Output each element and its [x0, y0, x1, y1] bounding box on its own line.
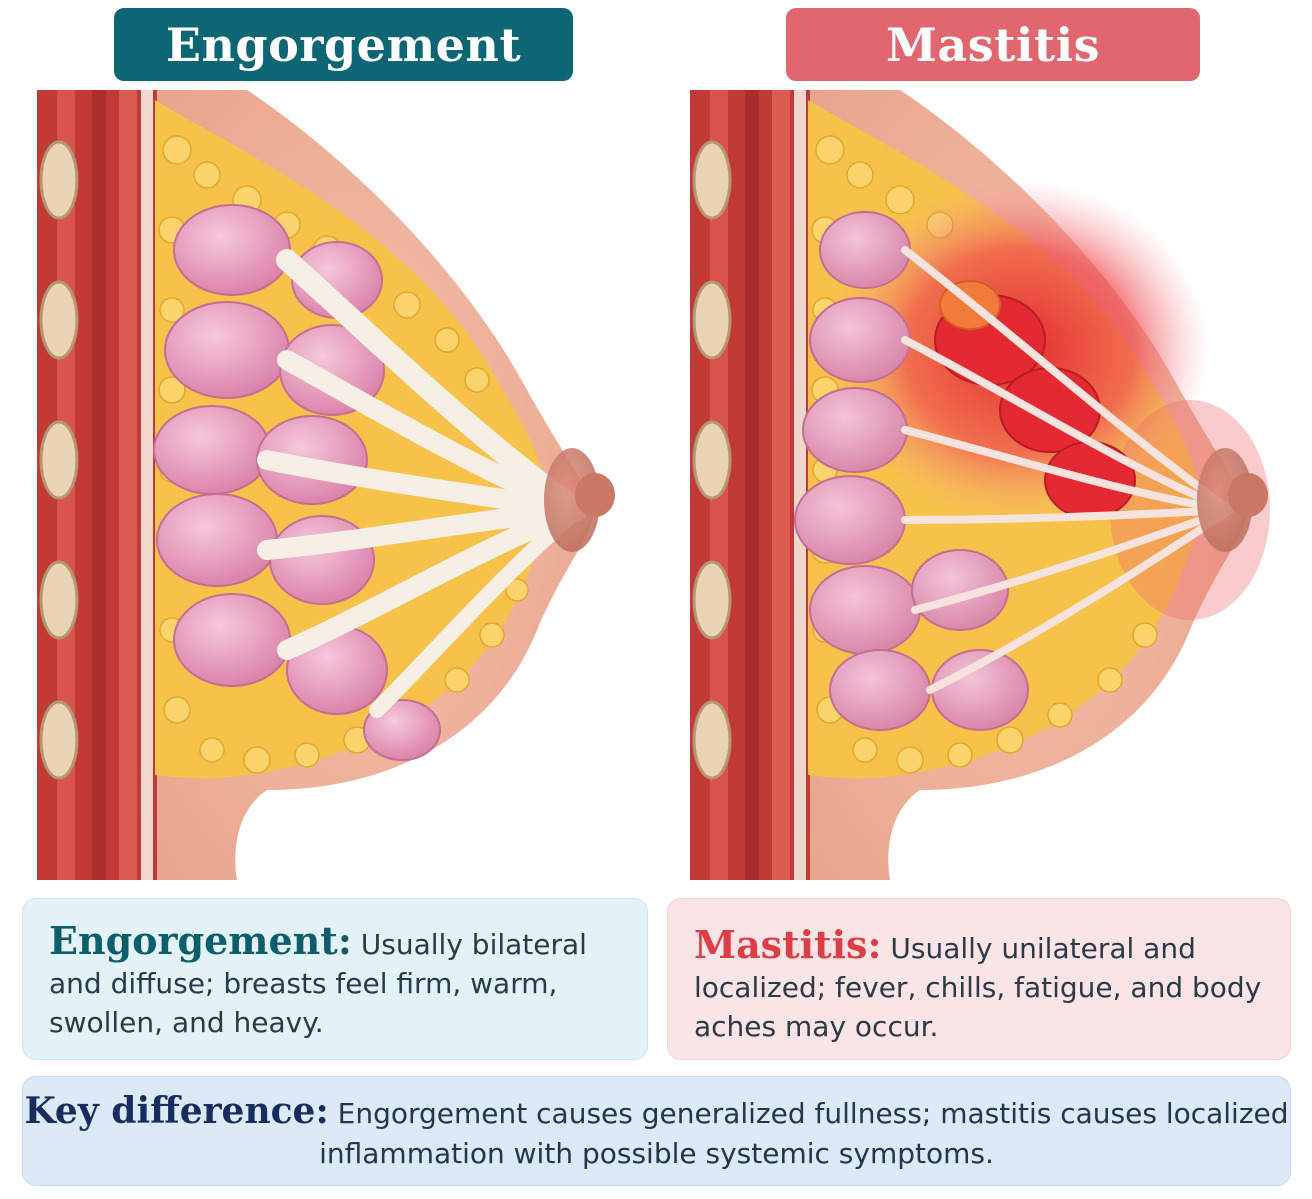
key-difference-box: Key difference: Engorgement causes gener…	[22, 1076, 1291, 1186]
key-difference-text: Engorgement causes generalized fullness;…	[319, 1097, 1289, 1170]
mastitis-label: Mastitis:	[694, 922, 882, 967]
mastitis-breast-cross-section	[690, 90, 1270, 880]
engorgement-title: Engorgement	[114, 8, 573, 81]
mastitis-text: Usually unilateral and localized; fever,…	[694, 932, 1262, 1043]
engorgement-illustration	[37, 90, 617, 880]
mastitis-title: Mastitis	[786, 8, 1200, 81]
engorgement-description: Engorgement: Usually bilateral and diffu…	[22, 898, 648, 1060]
engorgement-label: Engorgement:	[49, 918, 352, 963]
engorgement-text: Usually bilateral and diffuse; breasts f…	[49, 928, 587, 1039]
engorgement-breast-cross-section	[37, 90, 615, 880]
key-difference-label: Key difference:	[24, 1090, 329, 1132]
mastitis-description: Mastitis: Usually unilateral and localiz…	[667, 898, 1291, 1060]
mastitis-illustration	[690, 90, 1270, 880]
